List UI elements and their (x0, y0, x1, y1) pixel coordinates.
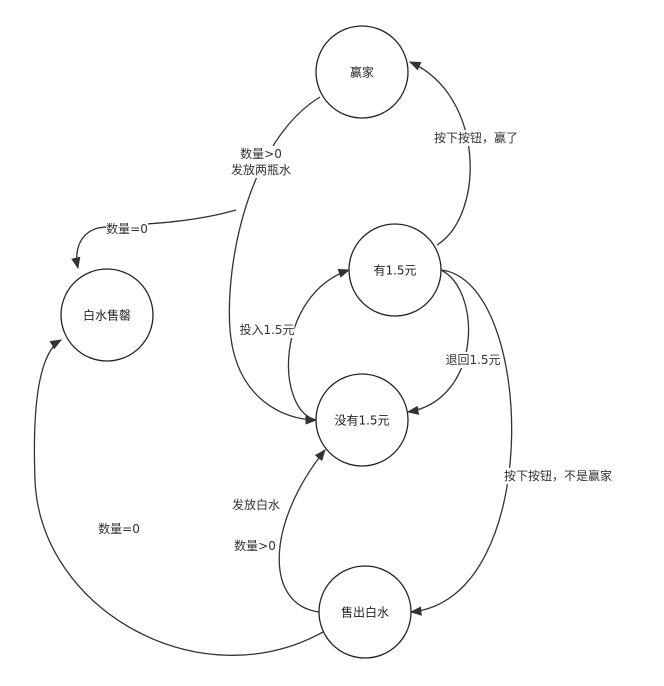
node-has-money (348, 223, 442, 317)
edge-label-press-win: 按下按钮，赢了 (433, 130, 519, 146)
edge-winner-to-sold-out (71, 209, 237, 270)
node-label-no-money: 没有1.5元 (334, 413, 390, 428)
edge-label-release-water: 发放白水 (231, 497, 281, 513)
edge-label-press-not-win: 按下按钮，不是赢家 (503, 468, 613, 484)
edge-label-insert: 投入1.5元 (239, 322, 295, 338)
edge-has-money-to-no-money (406, 269, 470, 415)
edge-label-qty-gt0: 数量>0 (240, 146, 282, 162)
node-selling (318, 565, 412, 659)
edge-has-money-to-winner (408, 61, 471, 246)
edge-label-selling-qty-gt0: 数量>0 (234, 538, 276, 554)
node-label-selling: 售出白水 (340, 605, 390, 620)
edge-label-qty-eq0: 数量=0 (106, 221, 148, 237)
node-winner (315, 25, 409, 119)
node-label-has-money: 有1.5元 (373, 263, 417, 278)
edge-selling-to-no-money (278, 449, 326, 613)
node-label-winner: 赢家 (349, 65, 375, 80)
edge-selling-to-sold-out (33, 339, 324, 656)
edge-no-money-to-has-money (287, 268, 351, 421)
node-sold-out (60, 268, 154, 362)
node-no-money (315, 373, 409, 467)
edge-label-selling-qty-eq0: 数量=0 (98, 521, 140, 537)
edge-label-refund: 退回1.5元 (445, 352, 501, 368)
edge-has-money-to-selling (409, 269, 513, 616)
node-label-sold-out: 白水售罄 (82, 308, 132, 323)
edge-label-release-two: 发放两瓶水 (230, 162, 292, 178)
